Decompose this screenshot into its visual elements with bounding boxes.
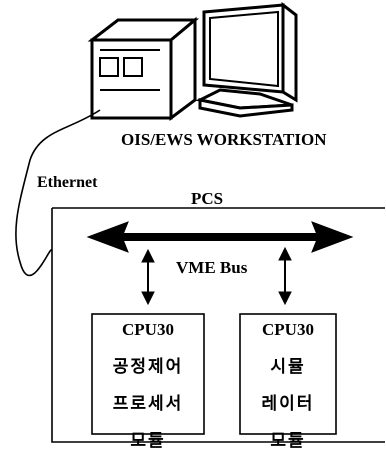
module-box-2 xyxy=(239,313,337,435)
workstation-label: OIS/EWS WORKSTATION xyxy=(121,130,327,149)
ethernet-cable xyxy=(15,109,101,277)
module-1: CPU30 공정제어 프로세서 모듈 xyxy=(92,320,204,463)
module-1-line-2: 프로세서 xyxy=(112,394,184,413)
vme-bus-arrow xyxy=(86,221,354,253)
vme-bus-label: VME Bus xyxy=(176,258,248,277)
bus-connector-left xyxy=(141,248,155,306)
diagram-canvas xyxy=(15,1,385,443)
workstation-tower xyxy=(87,16,200,121)
module-2-title: CPU30 xyxy=(262,320,314,339)
module-2-line-3: 모듈 xyxy=(270,431,306,450)
module-box-1 xyxy=(91,313,205,435)
module-2-line-1: 시뮬 xyxy=(270,357,306,376)
module-2-line-2: 레이터 xyxy=(261,394,315,413)
bus-connector-right xyxy=(278,246,292,306)
pcs-enclosure xyxy=(51,208,385,443)
pcs-label: PCS xyxy=(191,189,224,208)
workstation-monitor xyxy=(195,1,298,118)
module-2: CPU30 시뮬 레이터 모듈 xyxy=(240,320,336,463)
ethernet-label: Ethernet xyxy=(37,174,98,191)
module-1-line-1: 공정제어 xyxy=(112,357,184,376)
module-1-line-3: 모듈 xyxy=(130,431,166,450)
module-1-title: CPU30 xyxy=(122,320,174,339)
